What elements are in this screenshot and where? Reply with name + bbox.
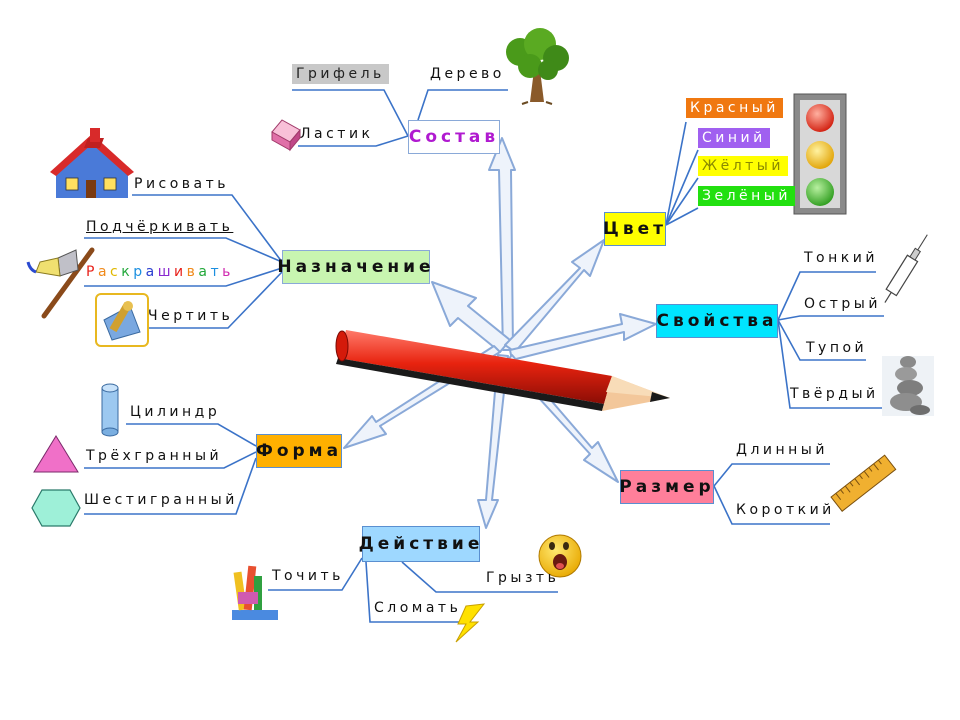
triangle-icon <box>33 435 79 473</box>
leaf-ostry: Острый <box>804 296 881 312</box>
eraser-icon <box>271 119 301 152</box>
leaf-trehgranny: Трёхгранный <box>86 448 223 464</box>
syringe-icon <box>884 234 928 303</box>
house-icon <box>50 128 134 198</box>
raskrashivat-letter: ш <box>157 264 175 280</box>
raskrashivat-letter: а <box>97 264 111 280</box>
node-sostav: Состав <box>408 120 500 154</box>
raskrashivat-letter: т <box>210 264 223 280</box>
leaf-raskrashivat: Раскрашивать <box>86 264 234 280</box>
raskrashivat-letter: а <box>198 264 211 280</box>
branch-lines <box>84 89 886 623</box>
leaf-zeleny: Зелёный <box>698 186 795 206</box>
arrow-to-svoistva <box>509 313 657 361</box>
lightning-icon <box>455 603 486 643</box>
leaf-slomat: Сломать <box>374 600 462 616</box>
tree-icon <box>506 28 569 105</box>
drafting-icon <box>95 293 149 347</box>
raskrashivat-letter: р <box>133 264 146 280</box>
leaf-cilindr: Цилиндр <box>130 404 221 420</box>
leaf-tonky: Тонкий <box>804 250 878 266</box>
traffic-light-icon <box>793 93 847 215</box>
paintbrush-icon <box>26 247 95 319</box>
leaf-tochit: Точить <box>272 568 344 584</box>
leaf-shestigranny: Шестигранный <box>84 492 238 508</box>
arrow-to-cvet <box>504 239 605 353</box>
surprised-face-icon <box>538 534 582 578</box>
leaf-lastik: Ластик <box>300 126 374 142</box>
raskrashivat-letter: ь <box>222 264 234 280</box>
leaf-dlinny: Длинный <box>736 442 828 458</box>
raskrashivat-letter: в <box>186 264 199 280</box>
leaf-grifel: Грифель <box>292 64 389 84</box>
raskrashivat-letter: к <box>121 264 134 280</box>
raskrashivat-letter: и <box>174 264 187 280</box>
node-cvet: Цвет <box>603 212 666 246</box>
node-razmer: Размер <box>619 470 714 504</box>
leaf-gryzt: Грызть <box>486 570 560 586</box>
leaf-siny: Синий <box>698 128 770 148</box>
raskrashivat-letter: Р <box>86 264 98 280</box>
node-forma: Форма <box>256 434 342 468</box>
leaf-zhelty: Жёлтый <box>698 156 788 176</box>
arrow-to-sostav <box>488 137 516 351</box>
leaf-risovat: Рисовать <box>134 176 230 192</box>
pencil-icon <box>335 330 670 411</box>
leaf-krasny: Красный <box>686 98 783 118</box>
leaf-tupoy: Тупой <box>806 340 868 356</box>
leaf-podcherkivat: Подчёркивать <box>86 219 234 235</box>
arrows <box>343 137 657 529</box>
cylinder-icon <box>101 383 119 437</box>
raskrashivat-letter: с <box>110 264 122 280</box>
ruler-icon <box>830 454 897 512</box>
sharpener-icon <box>232 565 278 620</box>
leaf-derevo: Дерево <box>430 66 505 82</box>
node-deistvie: Действие <box>359 526 480 562</box>
leaf-tverdy: Твёрдый <box>790 386 879 402</box>
node-svoistva: Свойства <box>656 304 778 338</box>
node-naznachenie: Назначение <box>277 250 431 284</box>
hexagon-icon <box>31 489 81 527</box>
leaf-korotky: Короткий <box>736 502 835 518</box>
leaf-chertit: Чертить <box>148 308 234 324</box>
arrow-to-naznachenie <box>431 281 511 353</box>
rock-cairn-icon <box>882 356 934 416</box>
raskrashivat-letter: а <box>145 264 158 280</box>
